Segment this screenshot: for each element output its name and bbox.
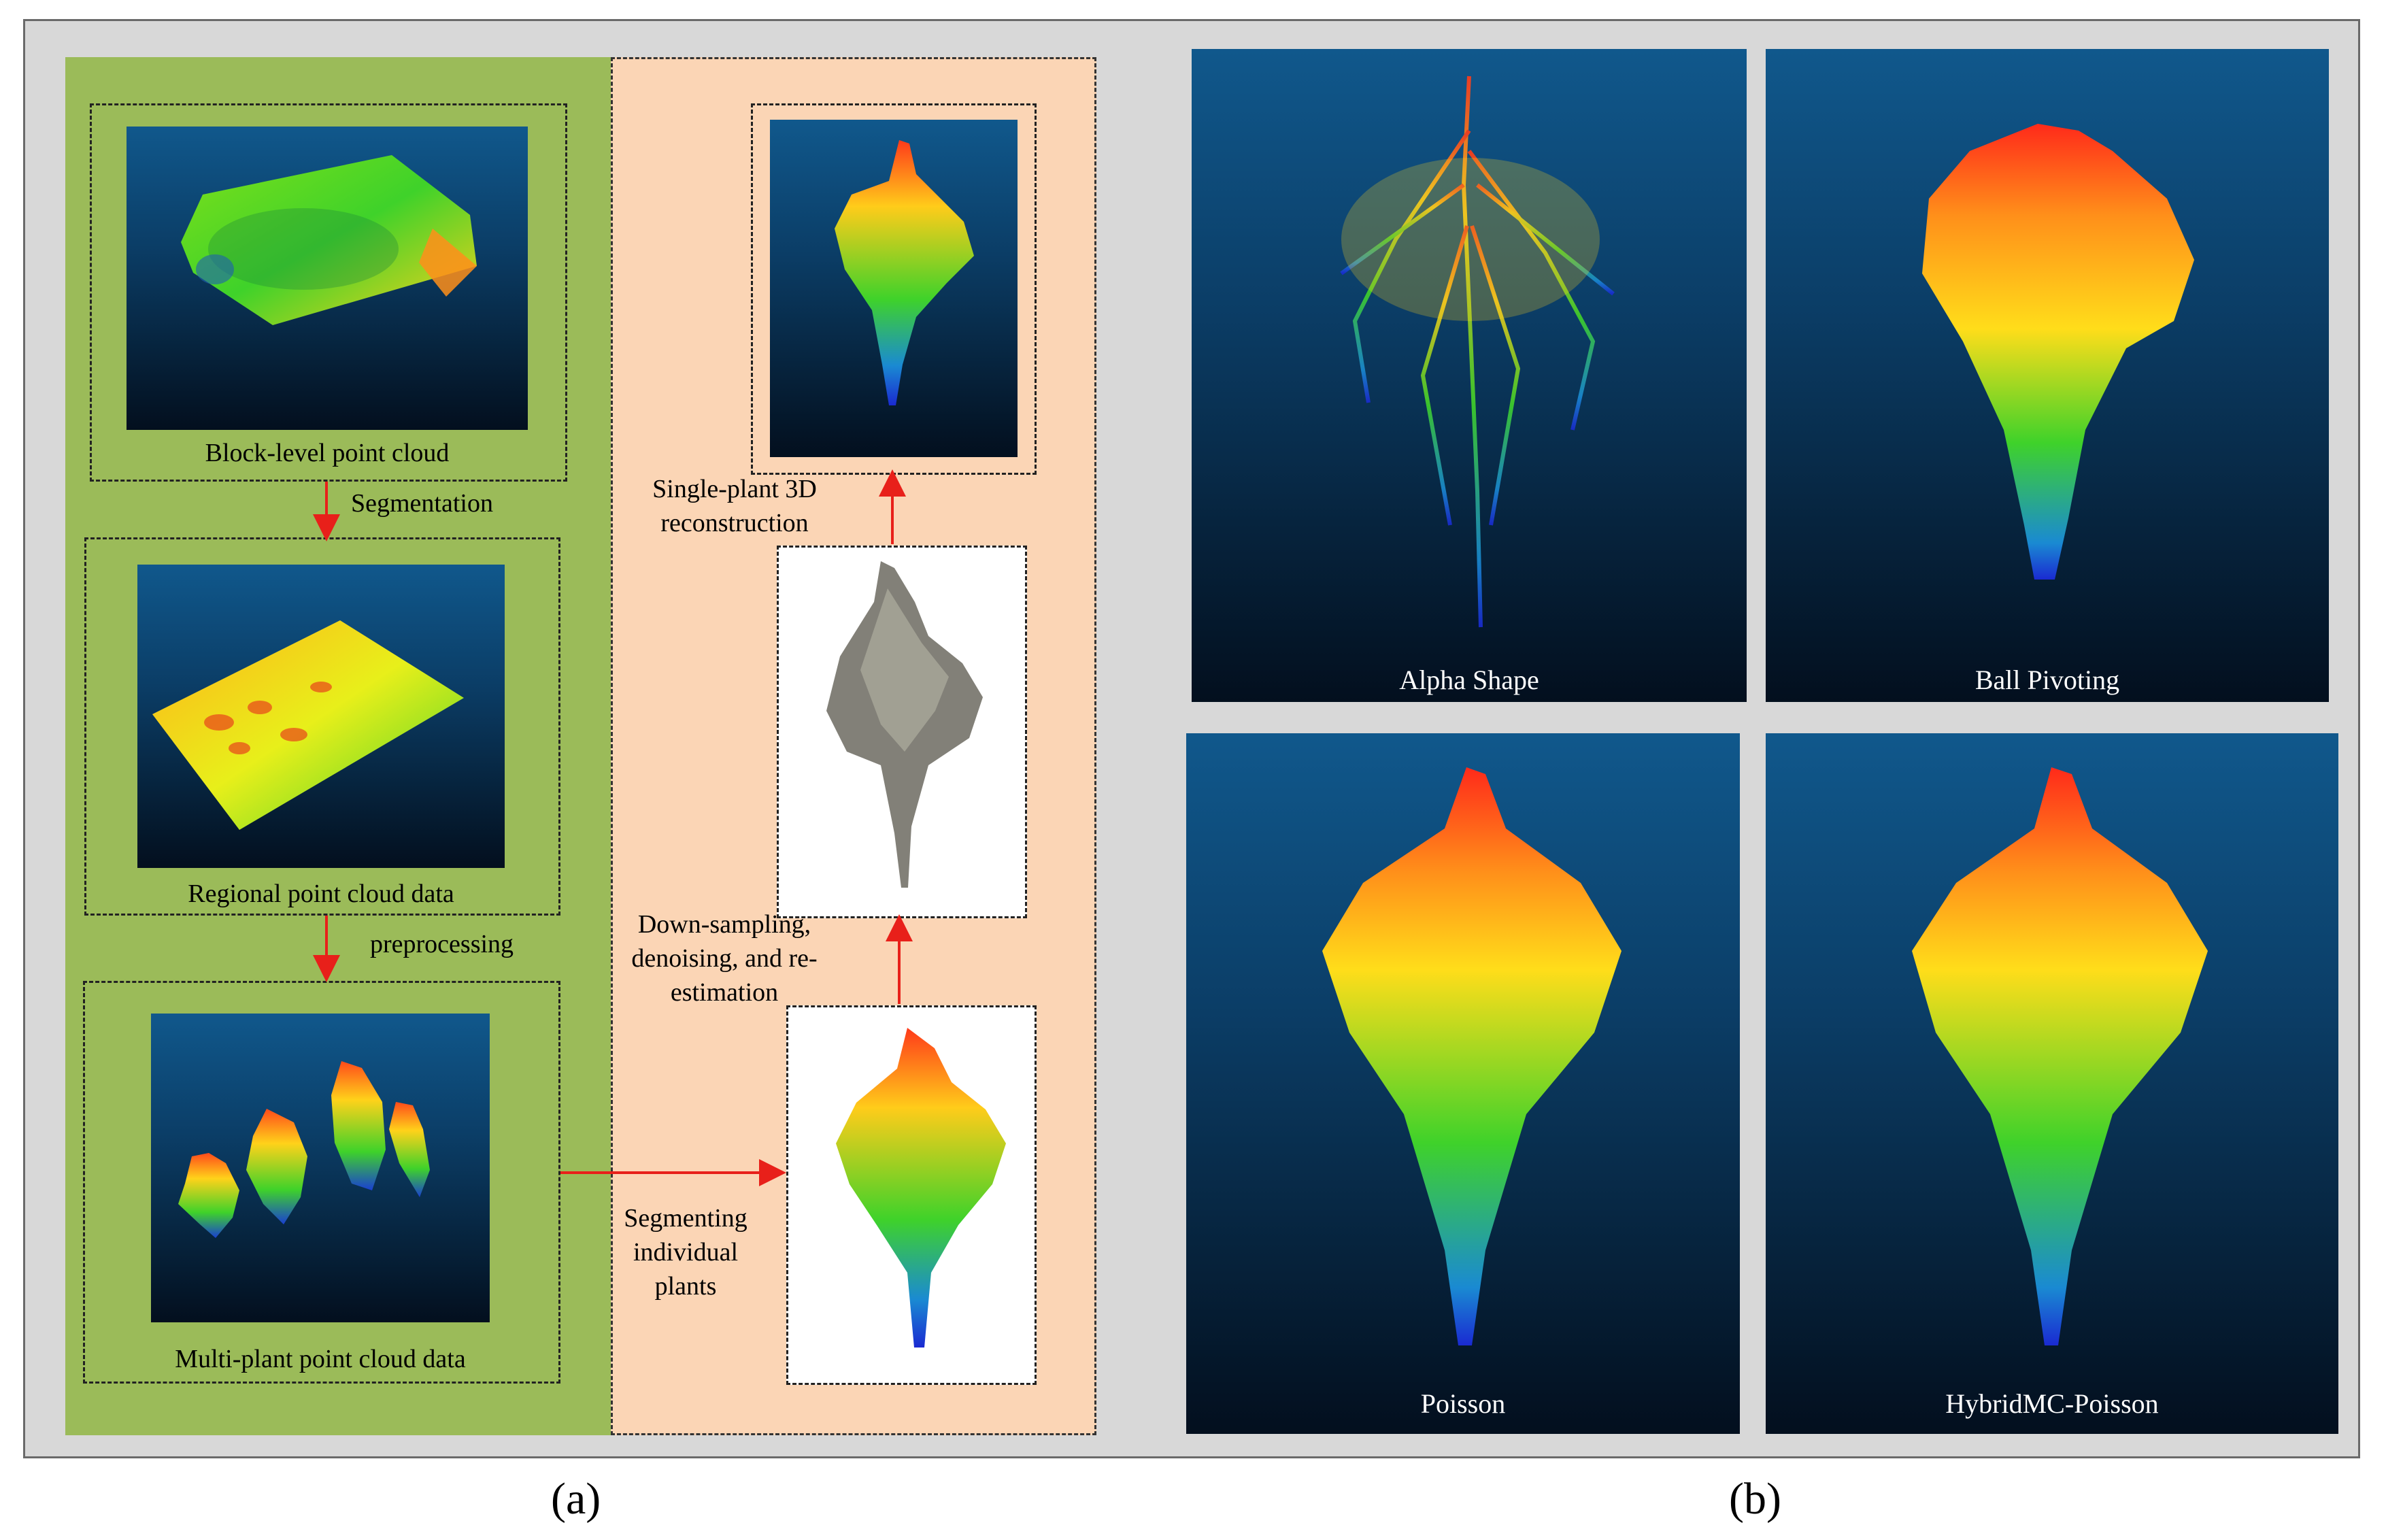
ball-pivoting-caption: Ball Pivoting (1975, 665, 2120, 695)
ball-pivoting-image (1766, 49, 2329, 702)
denoised-stage-box (777, 546, 1027, 918)
segmentation-label: Segmentation (351, 489, 493, 518)
multi-plant-image (151, 1014, 490, 1322)
multi-caption: Multi-plant point cloud data (175, 1345, 466, 1373)
alpha-shape-image (1192, 49, 1747, 702)
poisson-image (1186, 733, 1740, 1434)
regional-caption: Regional point cloud data (188, 880, 454, 908)
reconstructed-plant-image (770, 120, 1018, 457)
regional-point-cloud-image (137, 565, 505, 868)
downsampling-label: Down-sampling, denoising, and re-estimat… (631, 910, 818, 1007)
segmented-plant-render (836, 1028, 1006, 1348)
block-caption: Block-level point cloud (205, 439, 450, 467)
panel-a-tag: (a) (551, 1474, 601, 1524)
hybridmc-poisson-render (1912, 767, 2208, 1345)
ball-pivoting-render (1922, 124, 2194, 580)
multi-plant-render (178, 1061, 430, 1238)
alpha-shape-render (1340, 76, 1615, 628)
poisson-render (1322, 767, 1622, 1345)
hybridmc-poisson-image (1766, 733, 2338, 1434)
alpha-shape-caption: Alpha Shape (1399, 665, 1539, 695)
block-cloud-render (181, 155, 477, 325)
poisson-caption: Poisson (1420, 1388, 1506, 1419)
reconstruction-label: Single-plant 3D reconstruction (652, 475, 817, 537)
hybridmc-poisson-caption: HybridMC-Poisson (1945, 1388, 2159, 1419)
segmented-stage-box (786, 1005, 1037, 1385)
gray-plant-render (826, 561, 983, 888)
preprocessing-label: preprocessing (370, 930, 514, 958)
segmenting-label: Segmenting individual plants (624, 1204, 747, 1301)
block-point-cloud-image (127, 127, 528, 430)
regional-cloud-render (152, 620, 464, 830)
reconstructed-plant-render (835, 140, 974, 405)
panel-b-tag: (b) (1729, 1474, 1781, 1524)
block-stage-box (90, 103, 567, 482)
